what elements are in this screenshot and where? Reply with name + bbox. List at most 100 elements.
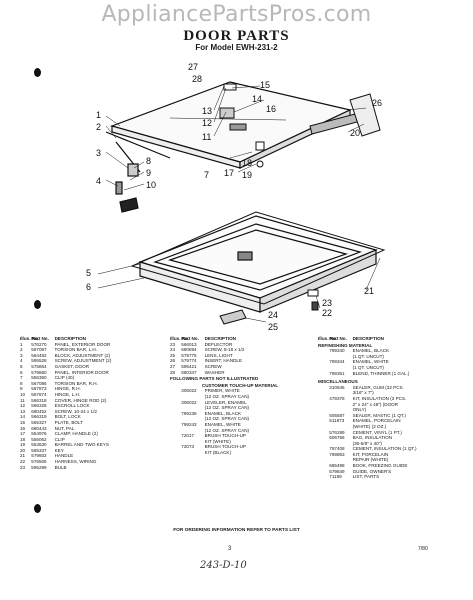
table-row: 799351 BLEND, THINNER (1 GAL.) (329, 370, 410, 376)
table-row: (12 OZ. SPRAY CAN) (204, 405, 250, 411)
table-row: 22 576506 HARNESS, WIRING (20, 459, 97, 465)
table-row: 799239 ENAMEL, BLACK (181, 410, 242, 416)
table-row: 685498 BOOK, FREEZING GUIDE (329, 463, 408, 469)
table-row: 9 567873 HINGE, R.H. (20, 386, 81, 392)
table-row: 799340 ENAMEL, BLACK (329, 348, 390, 354)
parts-column-2: Illus. No. Part No. DESCRIPTION 23 56601… (170, 336, 310, 455)
callout-8: 8 (146, 156, 151, 166)
handwritten-note: 243-D-10 (200, 560, 247, 571)
table-row: 12 566328 ESCROLL LOCK (20, 403, 90, 409)
callout-1: 1 (96, 110, 101, 120)
table-row: (1 QT. UNCUT) (352, 364, 384, 370)
table-row: 16 680443 NUT, PAL (20, 425, 75, 431)
table-row: 21 579602 HANDLE (20, 453, 74, 459)
callout-16: 16 (266, 104, 276, 114)
callout-28: 28 (192, 74, 202, 84)
table-row: 579849 GUIDE, OWNER'S (329, 468, 392, 474)
table-row: 18 555062 CLIP (20, 436, 65, 442)
callout-2: 2 (96, 122, 101, 132)
table-row: 505587 SEALER, MASTIC (1 QT.) (329, 412, 406, 418)
table-row: 799863 KIT, PORCELAIN (329, 451, 389, 457)
table-row: (30-5/8" x 40") (352, 440, 382, 446)
callout-9: 9 (146, 168, 151, 178)
punch-hole (34, 300, 41, 309)
table-row: 1 576270 PANEL, EXTERIOR DOOR (20, 341, 111, 347)
watermark: AppliancePartsPros.com (101, 2, 372, 27)
handle (309, 93, 381, 137)
table-row: 23 595299 BULB (20, 464, 67, 470)
exploded-parts-diagram: 1 2 3 4 5 6 7 8 9 10 11 12 13 14 15 16 1… (86, 62, 386, 332)
table-row: 6 579860 PANEL, INTERIOR DOOR (20, 369, 109, 375)
table-row: 797408 CEMENT, INSULATION (1 QT.) (329, 446, 417, 452)
table-row: 5 575864 GASKET, DOOR (20, 363, 90, 369)
leader-lines (97, 85, 381, 323)
callout-11: 11 (202, 132, 211, 142)
table-row: (12 OZ. SPRAY CAN) (204, 416, 250, 422)
table-row: 27 595421 SCREW (170, 363, 222, 369)
section-touch-up: CUSTOMER TOUCH-UP MATERIAL (201, 382, 279, 388)
table-row: 11 566318 COVER, HINGE ROD (2) (20, 397, 107, 403)
callout-17: 17 (224, 168, 234, 178)
table-row: 26 579774 INSERT, HANDLE (170, 358, 243, 364)
callout-13: 13 (202, 106, 212, 116)
callout-10: 10 (146, 180, 156, 190)
table-row: 20 565337 KEY (20, 447, 64, 453)
callout-26: 26 (372, 98, 382, 108)
door-gasket (130, 211, 386, 305)
interior-door-panel (138, 215, 378, 313)
table-row: 19 553630 BARREL AND TWO KEYS (20, 442, 109, 448)
table-row: 606766 BAG, INSULATION (329, 435, 393, 441)
section-miscellaneous: MISCELLANEOUS (318, 379, 358, 385)
callout-5: 5 (86, 268, 91, 278)
callout-23: 23 (322, 298, 332, 308)
note-not-illustrated: FOLLOWING PARTS NOT ILLUSTRATED (170, 376, 259, 382)
table-row: 479378 KIT, INSULATION (3 PCS. (329, 395, 407, 401)
punch-hole (34, 68, 41, 77)
revision-code: 7/80 (418, 546, 428, 552)
table-row: 4 595528 SCREW, ADJUSTMENT (2) (20, 358, 112, 364)
table-row: 23 566013 DEFLECTOR (170, 341, 233, 347)
callouts: 1 2 3 4 5 6 7 8 9 10 11 12 13 14 15 16 1… (86, 62, 382, 332)
callout-6: 6 (86, 282, 91, 292)
table-row: (12 OZ. SPRAY CAN) (204, 393, 250, 399)
callout-12: 12 (202, 118, 212, 128)
table-row: 17 554976 CLAMP, HANDLE (2) (20, 431, 98, 437)
page-number: 3 (228, 546, 232, 552)
table-row: 310645 SEALER, GUM (32 PCS. (329, 384, 404, 390)
table-header: Illus. No. Part No. DESCRIPTION (20, 336, 86, 341)
callout-19: 19 (242, 170, 252, 180)
section-refinishing: REFINISHING MATERIAL (318, 342, 373, 348)
table-row: 3/16" x 7") (352, 390, 374, 396)
table-row: KIT (BLACK) (204, 449, 232, 455)
callout-21: 21 (364, 286, 374, 296)
parts-column-3: Illus. No. Part No. DESCRIPTION REFINISH… (318, 336, 470, 480)
table-row: 576289 CEMENT, VINYL (1 PT.) (329, 429, 402, 435)
table-row: 13 680452 SCREW, 10-24 x 1/2 (20, 408, 97, 414)
table-row: 8 567086 TORSION BAR, R.H. (20, 380, 98, 386)
table-row: 305022 PRIMER, WHITE (181, 388, 240, 394)
table-row: 2" x 24" x 48") (DOOR (352, 401, 399, 407)
lock-assembly (219, 83, 265, 168)
callout-22: 22 (322, 308, 332, 318)
callout-18: 18 (242, 158, 252, 168)
table-row: 24 680694 SCREW, 8-18 x 1/2 (170, 347, 245, 353)
callout-4: 4 (96, 176, 101, 186)
table-row: 28 680347 WASHER (170, 369, 225, 375)
callout-24: 24 (268, 310, 278, 320)
table-row: 306022 LEVELER, ENAMEL (181, 399, 247, 405)
table-header: Illus. No. Part No. DESCRIPTION (170, 336, 236, 341)
table-row: 10 567874 HINGE, L.H. (20, 391, 81, 397)
callout-27: 27 (188, 62, 198, 72)
table-row: (WHITE) (2 OZ.) (352, 423, 387, 429)
punch-hole (34, 504, 41, 513)
callout-25: 25 (268, 322, 278, 332)
ordering-footer: FOR ORDERING INFORMATION REFER TO PARTS … (173, 528, 300, 533)
table-row: 25 579775 LENS, LIGHT (170, 352, 233, 358)
callout-7: 7 (204, 170, 209, 180)
table-row: 799344 ENAMEL, WHITE (329, 359, 389, 365)
table-row: REPAIR (WHITE) (352, 457, 389, 463)
torsion-bars (105, 131, 171, 213)
page-subtitle: For Model EWH-231-2 (195, 43, 278, 52)
table-row: ONLY) (352, 407, 367, 413)
table-row: 3 564482 BLOCK, ADJUSTMENT (2) (20, 352, 111, 358)
